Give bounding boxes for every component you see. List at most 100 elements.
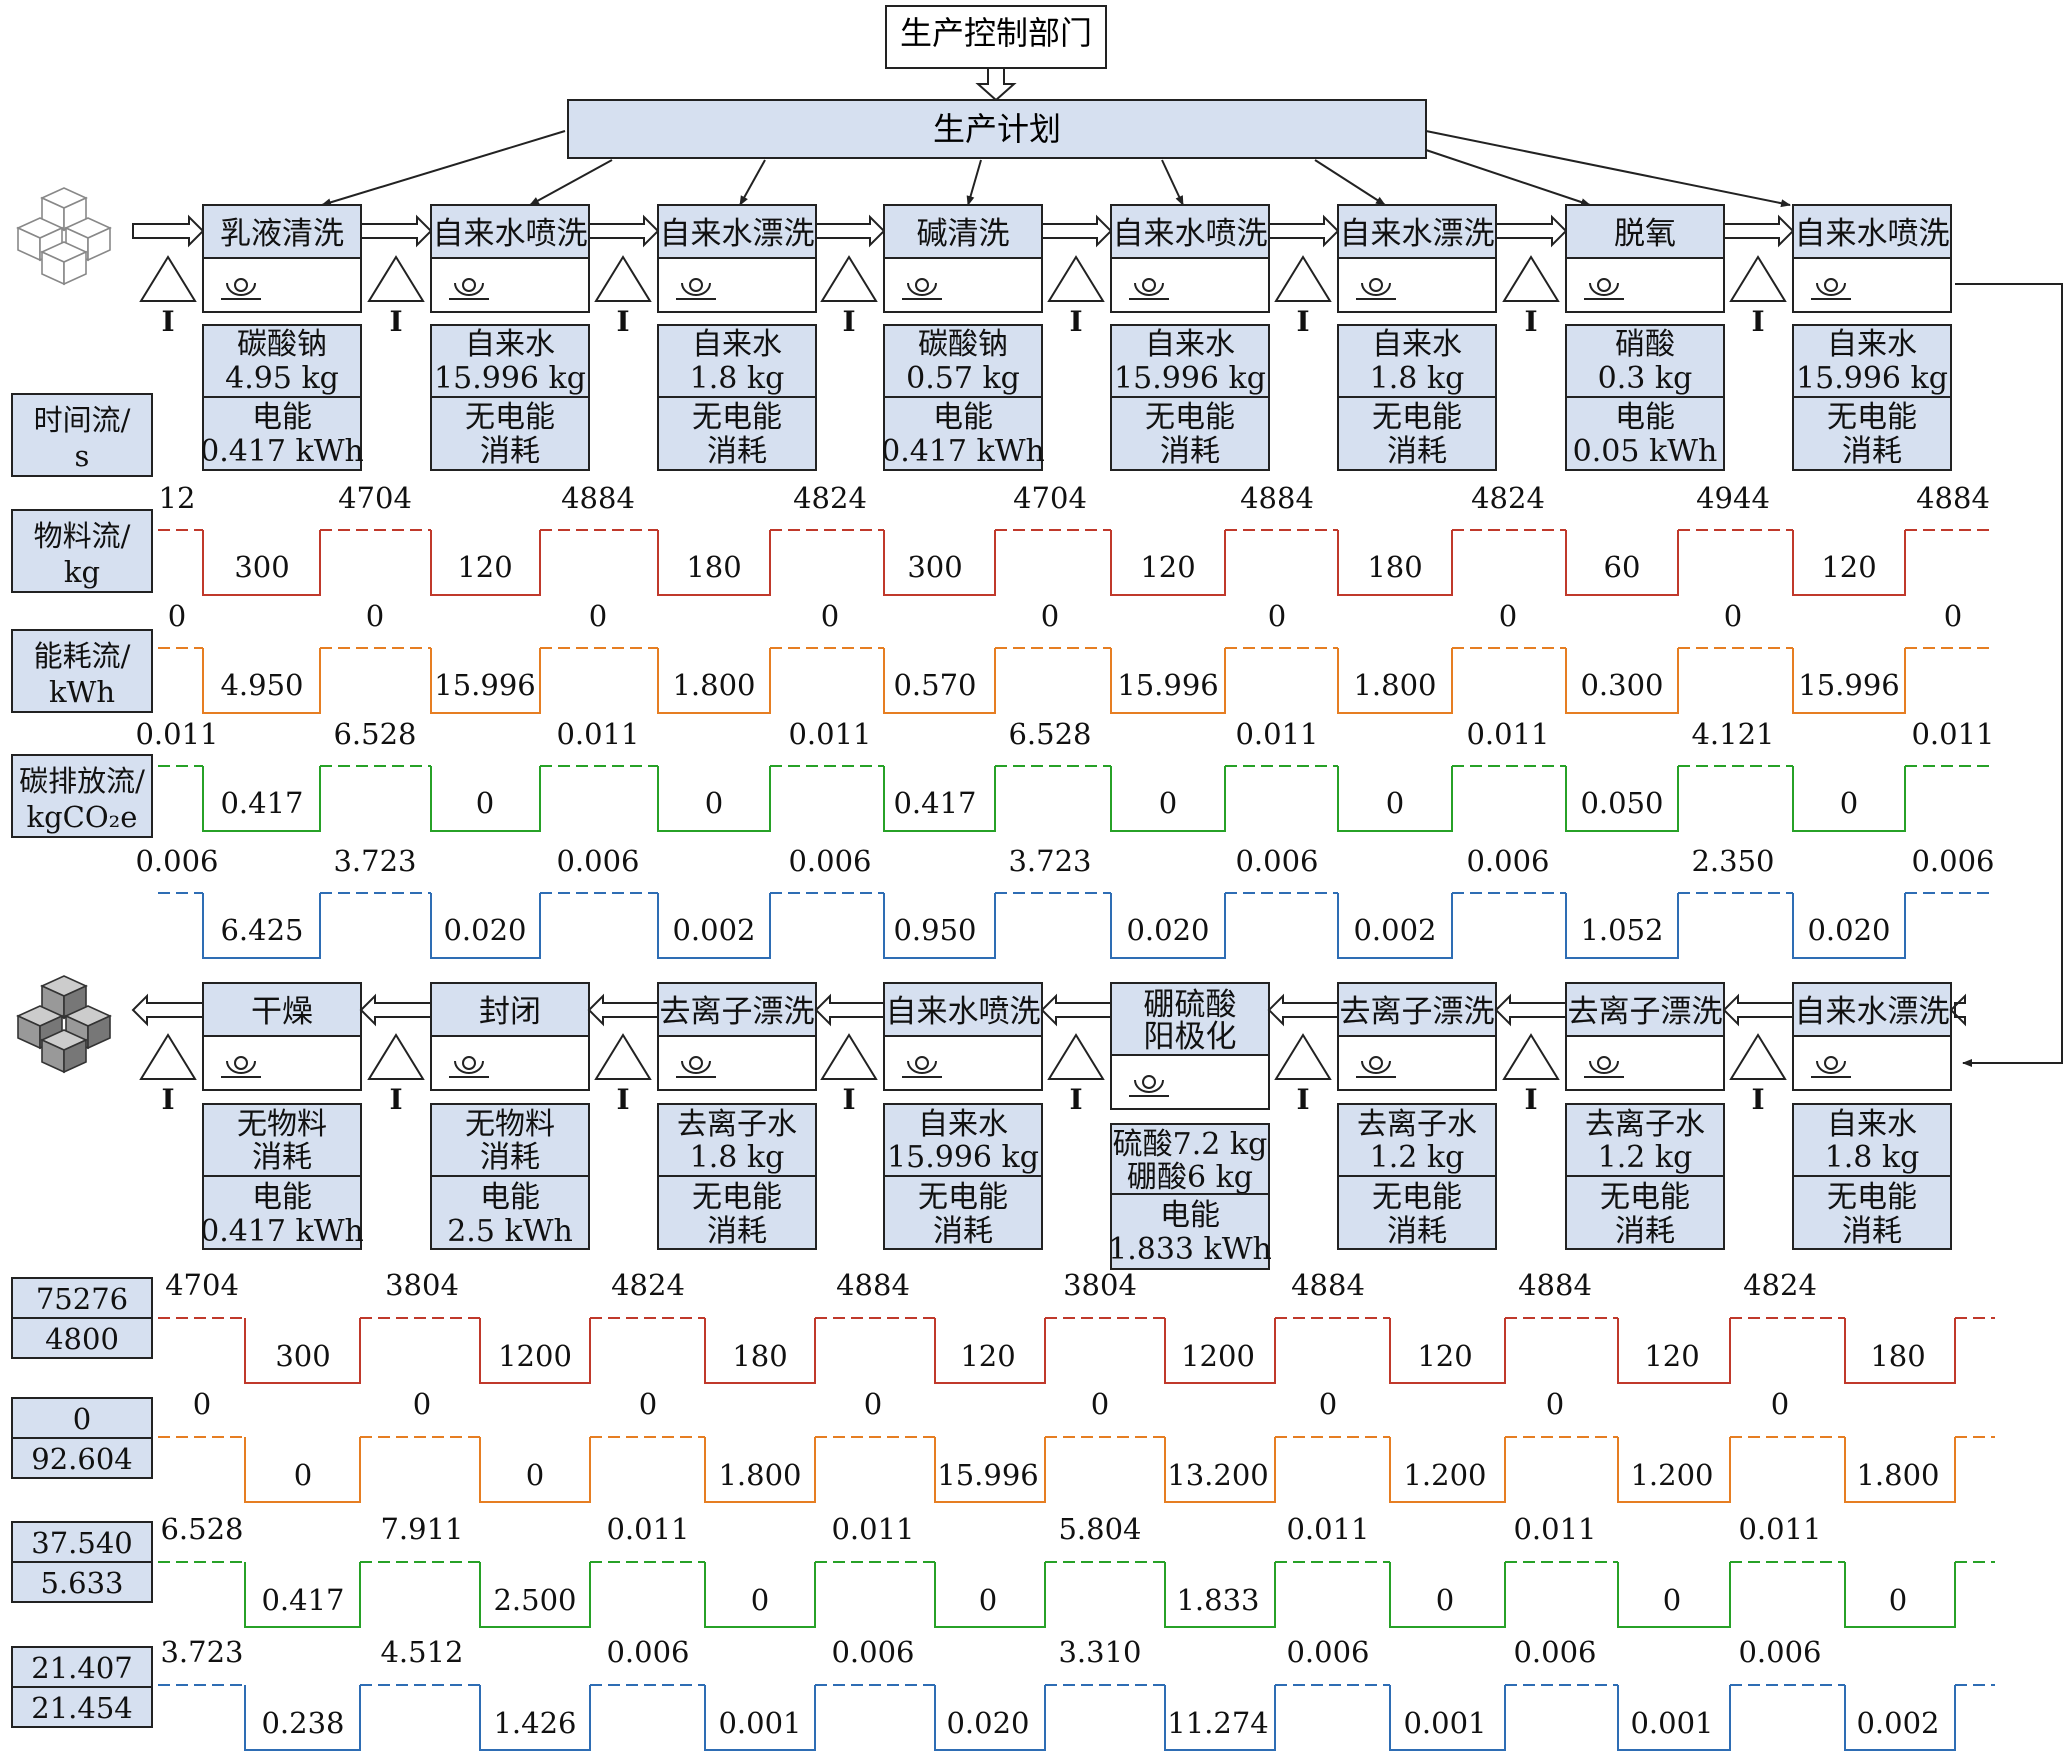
process-name-box [1110,982,1270,1056]
flow-low-segment [244,1318,361,1384]
flow-low-value: 15.996 [937,1458,1038,1492]
material-line: 1.8 kg [1370,361,1465,396]
push-arrow [1494,993,1567,1027]
energy-line: 无电能 [1827,1180,1917,1215]
flow-low-value: 0 [294,1458,312,1492]
flow-low-value: 0 [1386,786,1404,820]
flow-high-value: 0.011 [556,717,639,751]
energy-line: 无电能 [1600,1180,1690,1215]
flow-low-segment [1565,648,1679,714]
flow-high-value: 4.512 [380,1635,463,1669]
operator-body [226,282,256,296]
flow-summary-box [11,1646,153,1688]
flow-low-segment [1337,766,1453,832]
flow-low-segment [1617,1437,1731,1503]
material-box [1110,324,1270,398]
flow-high-value: 0.006 [831,1635,914,1669]
flow-low-value: 120 [457,550,512,584]
flow-low-segment [1617,1318,1731,1384]
flow-summary-total: 75276 [36,1282,128,1316]
flow-label: 能耗流/ [34,639,131,673]
material-line: 去离子水 [1357,1107,1477,1142]
energy-line: 1.833 kWh [1108,1232,1272,1267]
flow-high-value: 0 [1771,1387,1789,1421]
flow-low-segment [934,1437,1046,1503]
flow-low-value: 0 [751,1583,769,1617]
flow-low-segment [883,766,996,832]
operator-head [1597,278,1611,292]
process-name-box [1565,204,1725,259]
material-box [1337,1103,1497,1177]
flow-low-segment [1337,648,1453,714]
operator-box [1792,1035,1952,1091]
flow-low-segment [1389,1318,1506,1384]
operator-icon [902,1056,942,1078]
operator-head [234,278,248,292]
flow-low-value: 1.800 [672,668,755,702]
flow-high-value: 0.011 [1738,1512,1821,1546]
operator-body [1361,282,1391,296]
flow-low-value: 60 [1604,550,1641,584]
flow-summary-total: 0 [73,1402,91,1436]
material-line: 0.3 kg [1598,361,1693,396]
flow-summary-value: 92.604 [31,1442,132,1476]
flow-high-value: 0.006 [1286,1635,1369,1669]
energy-line: 无电能 [1372,400,1462,435]
operator-icon [1811,1056,1851,1078]
operator-head [1369,278,1383,292]
inventory-label: I [1069,1083,1082,1116]
flow-low-value: 0 [1889,1583,1907,1617]
process-name: 自来水喷洗 [433,216,588,252]
flow-low-value: 180 [1870,1339,1925,1373]
operator-box [430,257,590,313]
inventory-label: I [389,1083,402,1116]
energy-line: 消耗 [1160,434,1220,469]
push-arrow [588,214,660,248]
flow-high-value: 0.006 [1235,844,1318,878]
operator-box [1110,257,1270,313]
operator-box [1565,257,1725,313]
flow-low-value: 0.417 [261,1583,344,1617]
energy-line: 无电能 [692,400,782,435]
material-line: 硫酸7.2 kg [1113,1127,1268,1162]
process-name-box [1792,204,1952,259]
operator-icon [221,1056,261,1078]
flow-line [158,765,1995,832]
material-line: 0.57 kg [906,361,1020,396]
operator-box [657,257,817,313]
cubes-gray-icon [16,975,112,1074]
energy-box [657,396,817,471]
energy-line: 消耗 [1842,434,1902,469]
flow-low-value: 120 [1417,1339,1472,1373]
energy-line: 0.417 kWh [200,434,364,469]
flow-high-value: 6.528 [1008,717,1091,751]
material-line: 自来水 [1827,327,1917,362]
inventory-triangle-icon [1274,255,1332,302]
push-arrow [1040,993,1112,1027]
flow-low-value: 300 [275,1339,330,1373]
flow-line [158,1317,1995,1384]
operator-box [202,257,362,313]
flow-low-value: 300 [234,550,289,584]
flow-low-value: 180 [732,1339,787,1373]
flow-line [158,892,1995,959]
flow-low-value: 120 [1821,550,1876,584]
flow-low-segment [704,1318,816,1384]
flow-high-value: 0.011 [1911,717,1994,751]
flow-line [158,529,1995,596]
flow-low-value: 1200 [1181,1339,1255,1373]
operator-icon [1129,278,1169,300]
process-name-box [883,204,1043,259]
operator-head [915,278,929,292]
energy-line: 消耗 [1615,1214,1675,1249]
material-line: 15.996 kg [1796,361,1948,396]
flow-low-value: 0 [526,1458,544,1492]
inventory-triangle-icon [139,1033,197,1080]
flow-high-value: 4944 [1696,481,1770,515]
operator-box [883,257,1043,313]
inventory-triangle-icon [1047,1033,1105,1080]
flow-low-segment [883,648,996,714]
material-line: 碳酸钠 [237,327,327,362]
flow-low-segment [934,1318,1046,1384]
operator-body [1589,1060,1619,1074]
